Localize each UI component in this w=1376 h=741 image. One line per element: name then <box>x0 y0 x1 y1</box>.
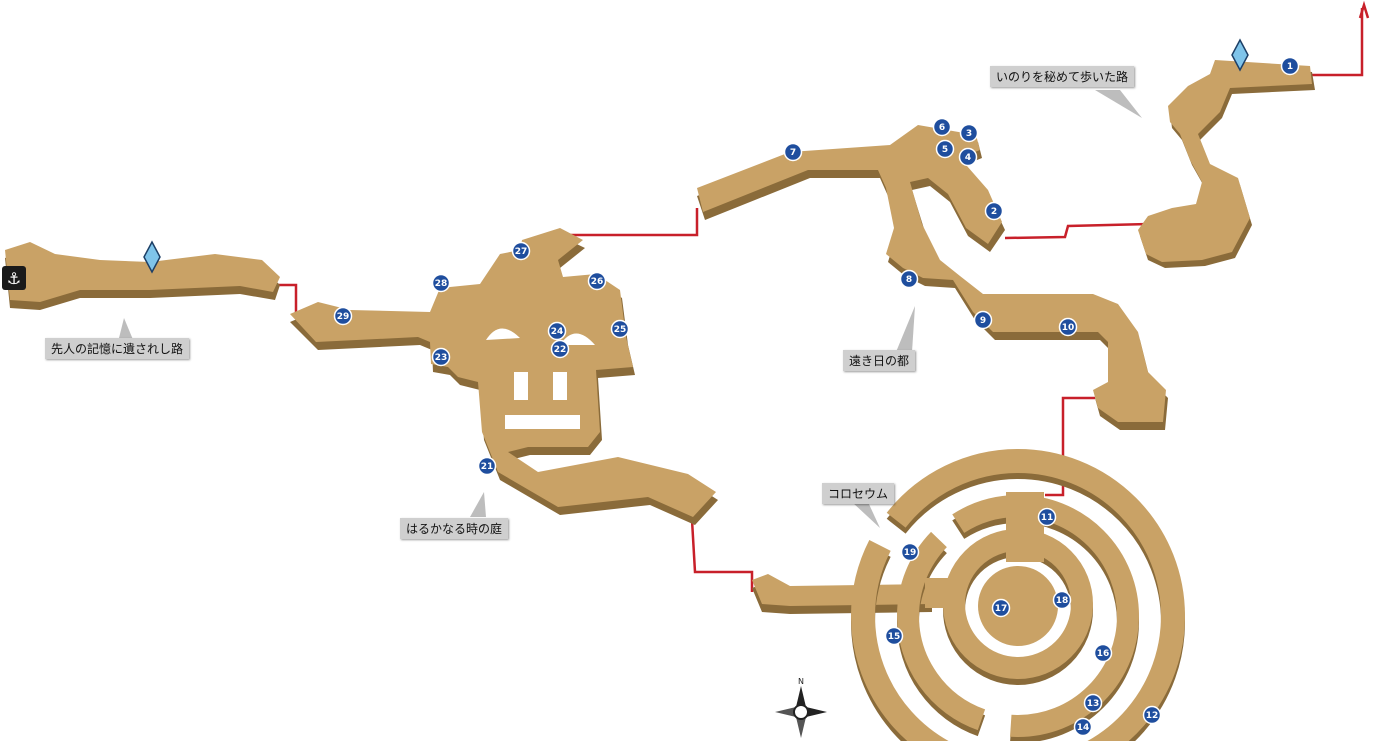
marker-number: 1 <box>1287 62 1293 72</box>
area-label-garden: はるかなる時の庭 <box>400 518 509 539</box>
marker-number: 6 <box>939 123 945 133</box>
marker-number: 26 <box>591 277 604 287</box>
location-marker-13[interactable]: 13 <box>1083 693 1103 713</box>
marker-number: 13 <box>1087 699 1100 709</box>
marker-number: 2 <box>991 207 997 217</box>
crystal-icon[interactable] <box>143 240 161 274</box>
colosseum-floor <box>752 449 1185 741</box>
location-marker-9[interactable]: 9 <box>973 310 993 330</box>
marker-number: 5 <box>942 145 948 155</box>
location-marker-1[interactable]: 1 <box>1280 56 1300 76</box>
marker-number: 14 <box>1077 723 1090 733</box>
marker-number: 25 <box>614 325 627 335</box>
svg-text:⚓: ⚓ <box>7 269 21 288</box>
crystal-icon[interactable] <box>1231 38 1249 72</box>
location-marker-23[interactable]: 23 <box>431 347 451 367</box>
location-marker-21[interactable]: 21 <box>477 456 497 476</box>
location-marker-7[interactable]: 7 <box>783 142 803 162</box>
marker-number: 4 <box>965 153 971 163</box>
location-marker-24[interactable]: 24 <box>547 321 567 341</box>
area-label-city: 遠き日の都 <box>843 350 916 371</box>
location-marker-26[interactable]: 26 <box>587 271 607 291</box>
marker-number: 22 <box>554 345 567 355</box>
marker-number: 8 <box>906 275 912 285</box>
location-marker-4[interactable]: 4 <box>958 147 978 167</box>
compass-icon: N <box>775 677 827 738</box>
location-marker-22[interactable]: 22 <box>550 339 570 359</box>
marker-number: 9 <box>980 316 986 326</box>
location-marker-6[interactable]: 6 <box>932 117 952 137</box>
location-marker-2[interactable]: 2 <box>984 201 1004 221</box>
prayer-path-floor <box>1138 60 1315 268</box>
location-marker-29[interactable]: 29 <box>333 306 353 326</box>
marker-number: 15 <box>888 632 901 642</box>
marker-number: 19 <box>904 548 917 558</box>
city-floor <box>697 125 1168 430</box>
anchor-icon[interactable]: ⚓ <box>2 266 26 290</box>
marker-number: 16 <box>1097 649 1110 659</box>
marker-number: 18 <box>1056 596 1069 606</box>
location-marker-5[interactable]: 5 <box>935 139 955 159</box>
location-marker-28[interactable]: 28 <box>431 273 451 293</box>
location-marker-3[interactable]: 3 <box>959 123 979 143</box>
location-marker-17[interactable]: 17 <box>991 598 1011 618</box>
marker-number: 23 <box>435 353 448 363</box>
marker-number: 10 <box>1062 323 1075 333</box>
garden-floor <box>290 228 718 525</box>
location-marker-8[interactable]: 8 <box>899 269 919 289</box>
marker-number: 7 <box>790 148 796 158</box>
location-marker-12[interactable]: 12 <box>1142 705 1162 725</box>
marker-number: 29 <box>337 312 350 322</box>
marker-number: 21 <box>481 462 494 472</box>
location-marker-19[interactable]: 19 <box>900 542 920 562</box>
marker-number: 17 <box>995 604 1008 614</box>
location-marker-10[interactable]: 10 <box>1058 317 1078 337</box>
compass-north-label: N <box>798 677 804 686</box>
location-marker-15[interactable]: 15 <box>884 626 904 646</box>
area-label-left-path: 先人の記憶に遺されし路 <box>45 338 190 359</box>
route-lines <box>273 0 1370 592</box>
marker-number: 27 <box>515 247 528 257</box>
location-marker-16[interactable]: 16 <box>1093 643 1113 663</box>
location-marker-18[interactable]: 18 <box>1052 590 1072 610</box>
label-pointers <box>118 90 1142 528</box>
marker-number: 11 <box>1041 513 1054 523</box>
location-marker-14[interactable]: 14 <box>1073 717 1093 737</box>
location-marker-27[interactable]: 27 <box>511 241 531 261</box>
area-label-prayer-path: いのりを秘めて歩いた路 <box>990 66 1135 87</box>
marker-number: 28 <box>435 279 448 289</box>
marker-number: 24 <box>551 327 564 337</box>
marker-number: 12 <box>1146 711 1159 721</box>
left-path-floor <box>5 242 280 310</box>
area-label-colosseum: コロセウム <box>822 483 895 504</box>
location-marker-25[interactable]: 25 <box>610 319 630 339</box>
marker-number: 3 <box>966 129 972 139</box>
location-marker-11[interactable]: 11 <box>1037 507 1057 527</box>
